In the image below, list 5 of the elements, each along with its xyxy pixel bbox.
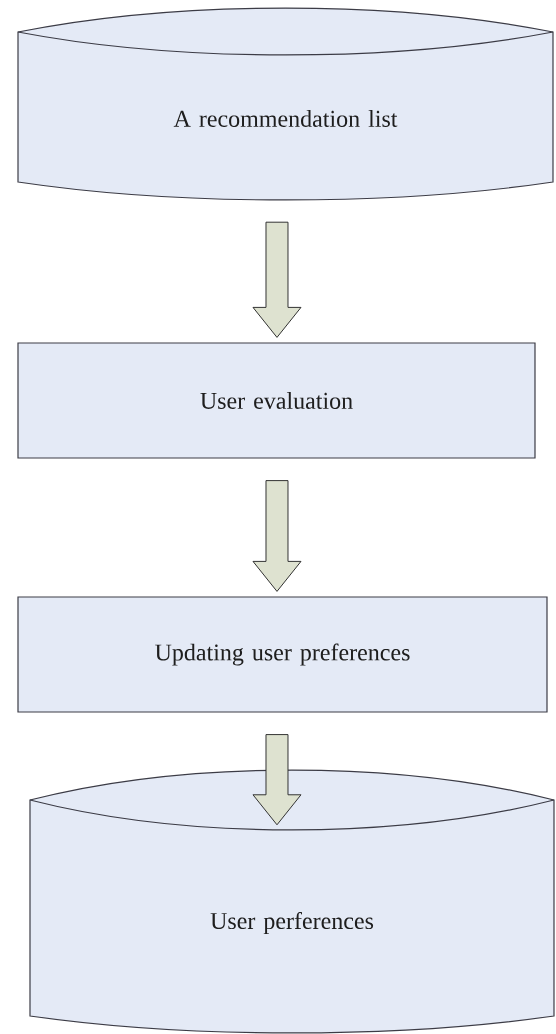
process-box: Updating user preferences — [17, 596, 548, 713]
process-box: User evaluation — [17, 342, 536, 459]
block-arrow — [252, 480, 302, 592]
block-arrow — [252, 734, 302, 826]
block-arrow — [252, 221, 302, 338]
